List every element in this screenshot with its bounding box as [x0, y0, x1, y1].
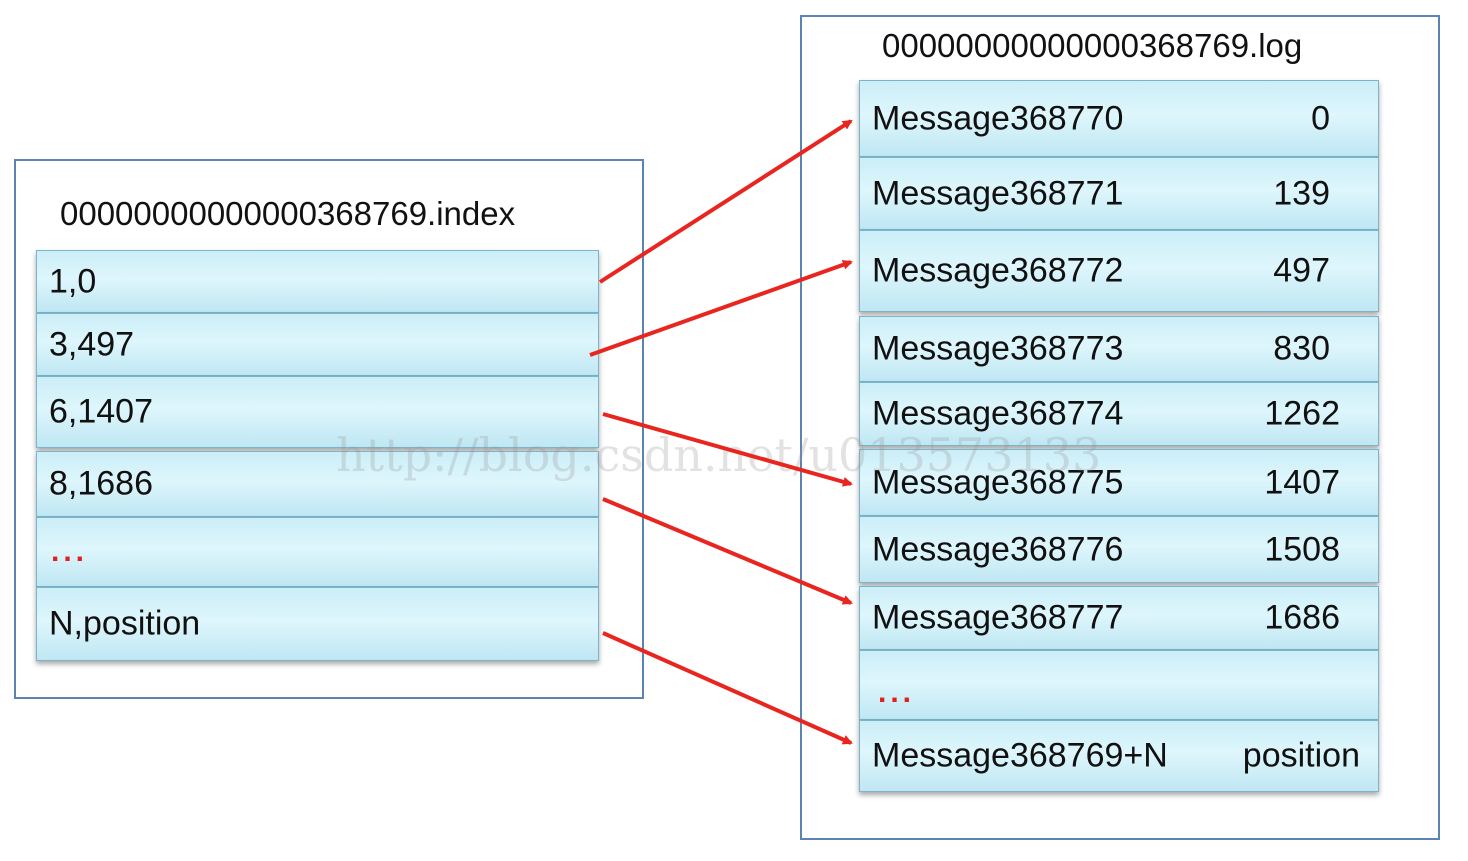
- watermark: http://blog.csdn.net/u013573133: [336, 428, 1102, 482]
- index-entry-label: 1,0: [49, 262, 97, 300]
- log-file-title: 00000000000000368769.log: [882, 27, 1303, 64]
- log-message-row: Message368770 0: [859, 80, 1379, 157]
- message-position: 830: [1273, 329, 1330, 368]
- message-position: 0: [1311, 99, 1330, 137]
- message-position: position: [1242, 736, 1360, 775]
- ellipsis-marker: ...: [51, 535, 89, 568]
- message-name: Message368771: [872, 174, 1124, 212]
- index-entry-label: N,position: [49, 604, 201, 643]
- message-name: Message368770: [872, 99, 1124, 137]
- ellipsis-marker: ...: [878, 676, 916, 710]
- log-message-row: Message368774 1262: [859, 382, 1379, 446]
- log-message-row: Message368773 830: [859, 316, 1379, 382]
- index-entry: 3,497: [36, 313, 599, 376]
- index-entry-label: 3,497: [49, 325, 135, 363]
- message-name: Message368775: [872, 463, 1124, 501]
- message-position: 1262: [1264, 394, 1340, 433]
- index-entry: N,position: [36, 587, 599, 661]
- message-name: Message368777: [872, 598, 1124, 637]
- index-entry: 1,0: [36, 250, 599, 313]
- message-name: Message368773: [872, 329, 1124, 368]
- message-position: 1407: [1264, 463, 1340, 501]
- log-message-row: Message368775 1407: [859, 449, 1379, 516]
- log-message-row: Message368776 1508: [859, 516, 1379, 583]
- log-message-row: Message368777 1686: [859, 586, 1379, 650]
- log-message-row: Message368771 139: [859, 157, 1379, 230]
- message-name: Message368769+N: [872, 736, 1168, 775]
- log-message-row: Message368772 497: [859, 230, 1379, 312]
- index-file-title: 00000000000000368769.index: [60, 195, 516, 232]
- message-position: 1686: [1264, 598, 1340, 637]
- index-entry-label: 8,1686: [49, 464, 153, 503]
- log-message-row: Message368769+N position: [859, 720, 1379, 792]
- index-entry: 8,1686: [36, 451, 599, 517]
- index-entry: 6,1407: [36, 376, 599, 448]
- message-position: 497: [1273, 251, 1330, 290]
- message-name: Message368774: [872, 394, 1124, 433]
- index-entry-label: 6,1407: [49, 392, 153, 431]
- message-name: Message368772: [872, 251, 1124, 290]
- index-entry-ellipsis: ...: [36, 517, 599, 587]
- message-name: Message368776: [872, 530, 1124, 568]
- message-position: 1508: [1264, 530, 1340, 568]
- message-position: 139: [1273, 174, 1330, 212]
- log-message-ellipsis: ...: [859, 650, 1379, 720]
